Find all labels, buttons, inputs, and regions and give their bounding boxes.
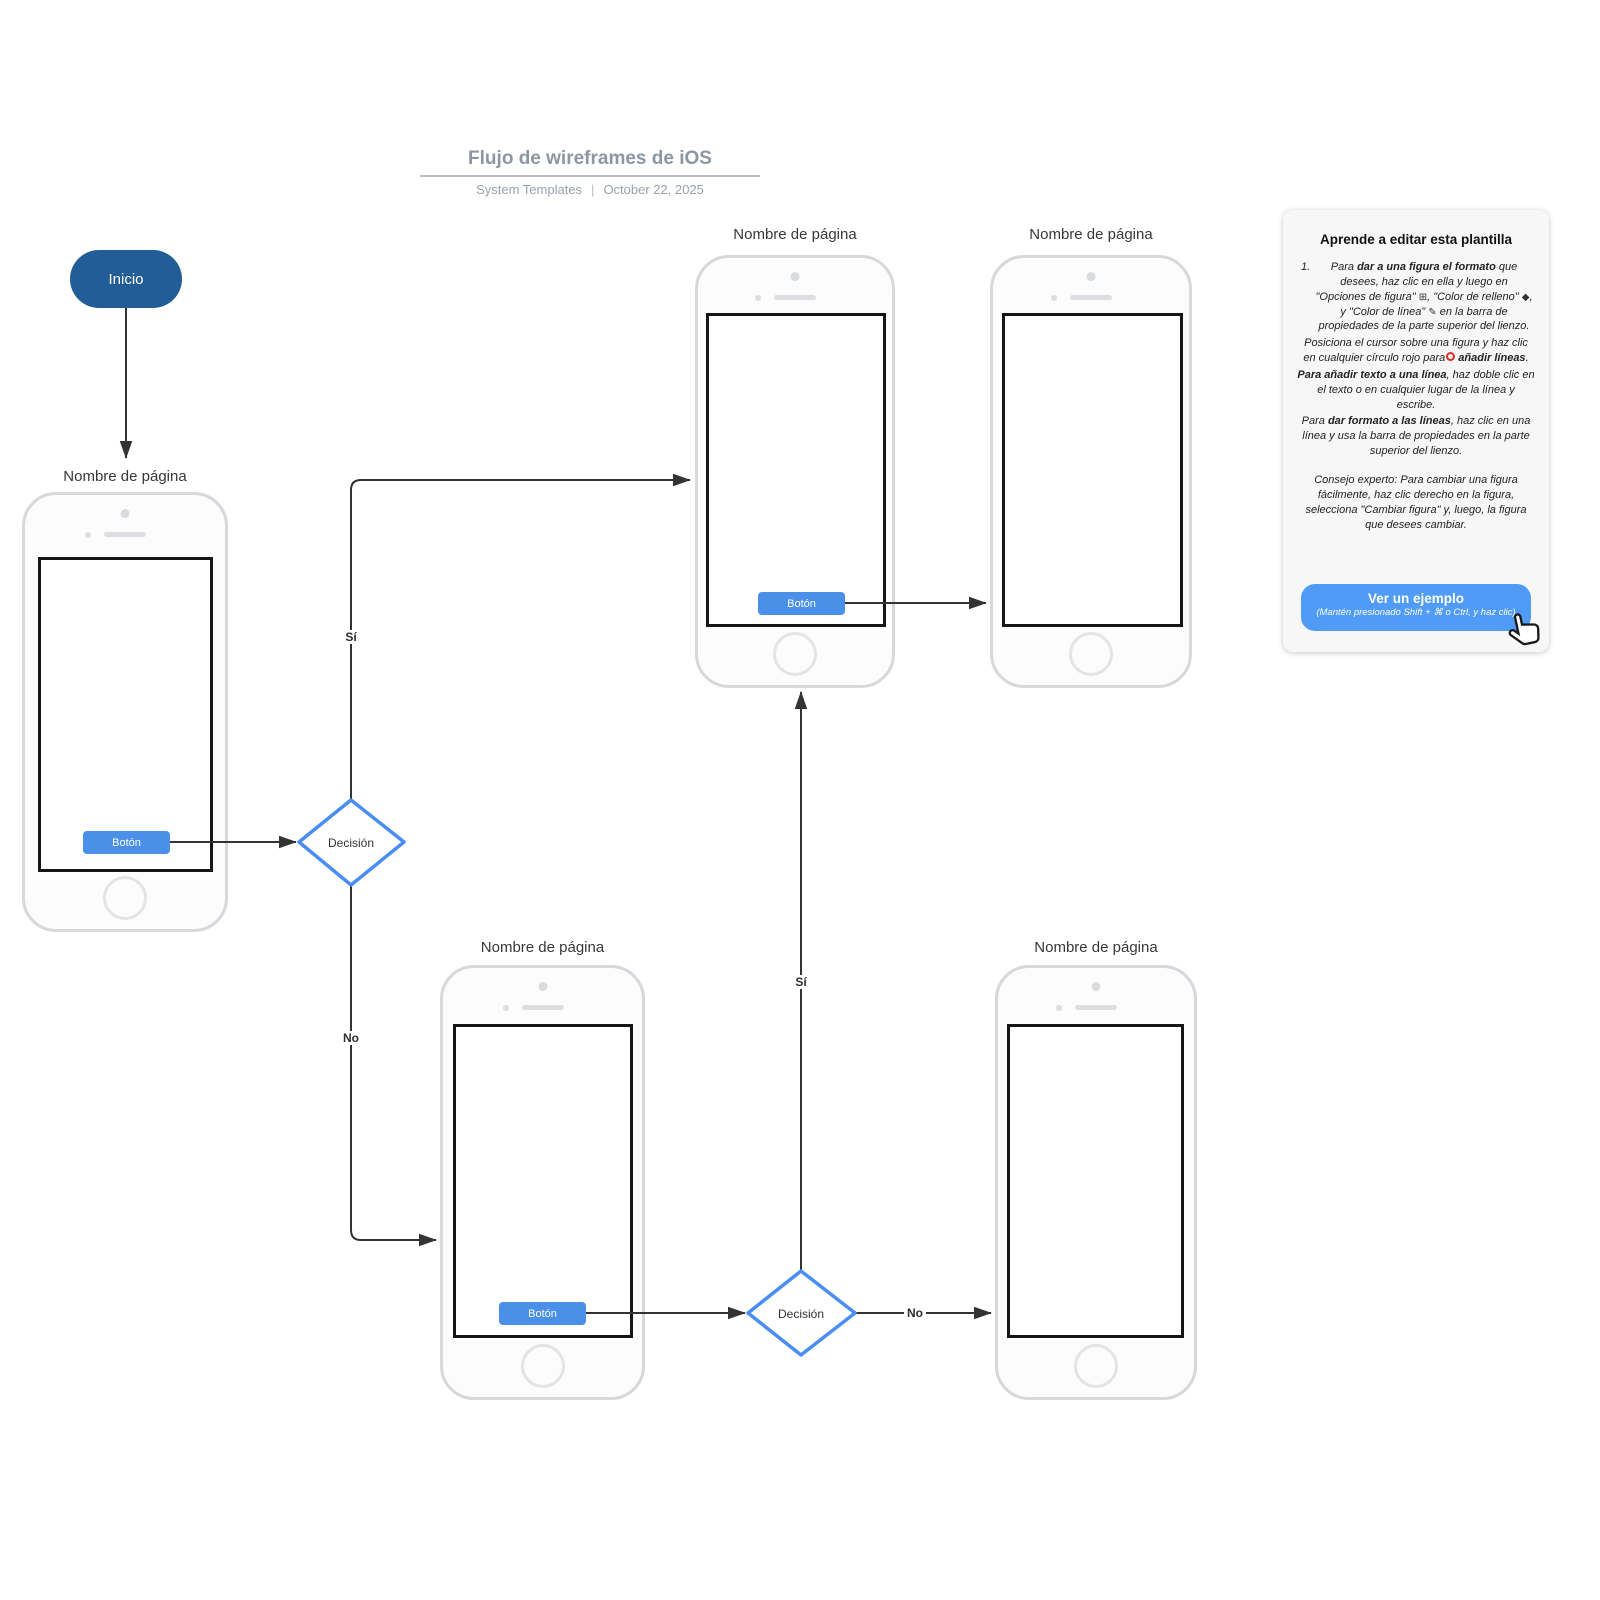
hand-cursor-icon: [1508, 613, 1540, 646]
home-button-icon: [1074, 1344, 1118, 1388]
phone5-wireframe[interactable]: [995, 965, 1197, 1400]
instruction-paragraph-3: Para añadir texto a una línea, haz doble…: [1297, 368, 1535, 411]
phone1-label: Nombre de página: [63, 468, 187, 485]
speaker-icon: [774, 295, 816, 300]
subtitle-source: System Templates: [476, 182, 583, 197]
red-circle-icon: [1446, 352, 1456, 362]
connector-decision1-no-to-page4[interactable]: [350, 885, 437, 1247]
camera-icon: [120, 509, 130, 518]
camera-icon: [790, 272, 800, 281]
instruction-paragraph-4: Para dar formato a las líneas, haz clic …: [1301, 415, 1531, 458]
decision2-label: Decisión: [777, 1307, 825, 1321]
example-button[interactable]: Ver un ejemplo (Mantén presionado Shift …: [1301, 584, 1540, 646]
phone3-wireframe[interactable]: [990, 255, 1192, 688]
phone4-wireframe[interactable]: [440, 965, 645, 1400]
phone1-wireframe[interactable]: [22, 492, 228, 932]
connector-decision1-yes-to-page2[interactable]: [350, 473, 691, 800]
camera-icon: [1091, 982, 1101, 991]
example-button-label: Ver un ejemplo: [1367, 591, 1465, 606]
camera-icon: [1086, 272, 1096, 281]
camera-icon: [538, 982, 547, 991]
phone4-label: Nombre de página: [480, 939, 605, 956]
speaker-icon: [1070, 295, 1112, 300]
start-node[interactable]: Inicio: [70, 250, 182, 308]
panel-title: Aprende a editar esta plantilla: [1319, 232, 1513, 247]
screen-button-label: Botón: [787, 597, 816, 610]
home-button-icon: [1069, 632, 1113, 676]
phone2-wireframe[interactable]: [695, 255, 895, 688]
speaker-icon: [104, 532, 146, 537]
phone4-screen-button[interactable]: Botón: [499, 1302, 586, 1325]
start-node-label: Inicio: [108, 270, 144, 288]
instruction-paragraph-1: Para dar a una figura el formato que des…: [1315, 261, 1533, 333]
phone3-label: Nombre de página: [1029, 226, 1153, 243]
phone2-screen-button[interactable]: Botón: [758, 592, 845, 615]
instruction-tip: Consejo experto: Para cambiar una figura…: [1305, 473, 1527, 531]
phone2-label: Nombre de página: [733, 226, 857, 243]
edge-label-no-2: No: [904, 1306, 926, 1320]
phone4-screen[interactable]: [453, 1024, 633, 1338]
screen-button-label: Botón: [528, 1307, 557, 1320]
phone5-label: Nombre de página: [1034, 939, 1158, 956]
example-button-hint: (Mantén presionado Shift + ⌘ o Ctrl, y h…: [1316, 607, 1516, 618]
speaker-icon: [521, 1005, 564, 1010]
phone5-screen[interactable]: [1007, 1024, 1184, 1338]
sensor-dot-icon: [85, 532, 91, 538]
screen-button-label: Botón: [112, 836, 141, 849]
edge-label-no-1: No: [340, 1031, 362, 1045]
page-subtitle: System Templates | October 22, 2025: [420, 182, 760, 197]
speaker-icon: [1075, 1005, 1117, 1010]
line-color-icon: ✎: [1428, 306, 1437, 318]
panel-body: 1. Para dar a una figura el formato que …: [1297, 260, 1535, 532]
sensor-dot-icon: [1051, 295, 1057, 301]
instruction-paragraph-2: Posiciona el cursor sobre una figura y h…: [1303, 337, 1529, 365]
diagram-header: Flujo de wireframes de iOS System Templa…: [420, 148, 760, 197]
sensor-dot-icon: [755, 295, 761, 301]
decision1-label: Decisión: [327, 836, 375, 850]
sensor-dot-icon: [1056, 1005, 1062, 1011]
edge-label-yes-2: Sí: [792, 975, 810, 989]
shape-options-icon: ⊞: [1418, 291, 1428, 303]
edge-label-yes-1: Sí: [342, 630, 360, 644]
fill-color-icon: ◆: [1521, 291, 1530, 303]
page-title: Flujo de wireframes de iOS: [420, 148, 760, 177]
sensor-dot-icon: [502, 1005, 509, 1011]
phone2-screen[interactable]: [706, 313, 886, 627]
instruction-number: 1.: [1301, 261, 1311, 273]
phone3-screen[interactable]: [1002, 313, 1183, 627]
subtitle-separator: |: [591, 182, 595, 197]
phone1-screen-button[interactable]: Botón: [83, 831, 170, 854]
home-button-icon: [103, 876, 147, 920]
home-button-icon: [773, 632, 817, 676]
phone1-screen[interactable]: [38, 557, 213, 872]
instructions-panel: Aprende a editar esta plantilla 1. Para …: [1283, 210, 1549, 652]
home-button-icon: [520, 1344, 565, 1388]
subtitle-date: October 22, 2025: [603, 182, 704, 197]
